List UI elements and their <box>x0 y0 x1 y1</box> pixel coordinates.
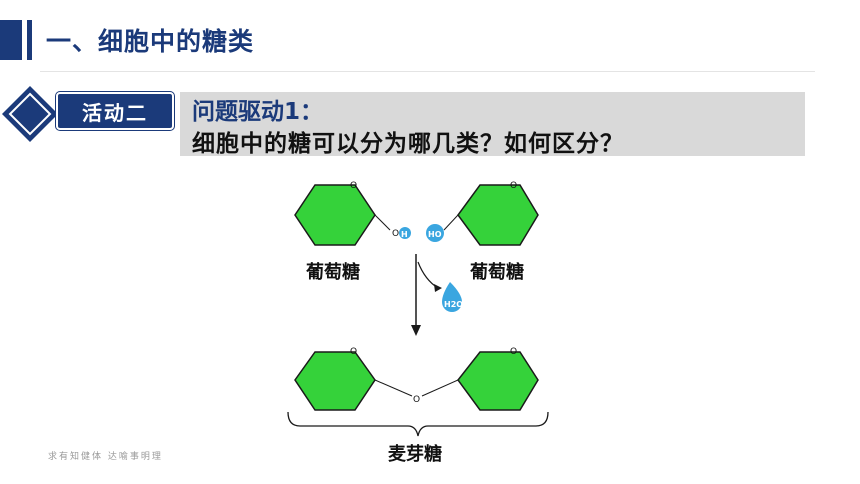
glycosidic-bond-right <box>421 379 459 397</box>
hydrogen-ion-icon <box>399 227 411 239</box>
hydroxyl-ion-icon <box>426 224 444 242</box>
glucose-ring-right <box>457 184 539 246</box>
footer-watermark: 求有知健体 达喻事明理 <box>48 452 163 462</box>
water-arrowhead <box>434 284 442 292</box>
maltose-formation-diagram: O O H HO O H2O O O O <box>287 181 549 437</box>
ring-oxygen-label-left-side: O <box>392 229 399 239</box>
maltose-ring-right <box>457 351 539 411</box>
question-text: 细胞中的糖可以分为哪几类？如何区分？ <box>192 131 624 157</box>
ring-oxygen-label-left: O <box>350 181 357 191</box>
glucose-ring-left <box>294 184 376 246</box>
title-accent-bar <box>0 20 22 60</box>
maltose-ring-oxygen-right: O <box>510 347 517 357</box>
maltose-ring-oxygen-left: O <box>350 347 357 357</box>
maltose-label: 麦芽糖 <box>388 444 442 465</box>
glycosidic-bond-left <box>374 379 413 397</box>
activity-badge: 活动二 <box>56 92 174 130</box>
bond-left <box>374 214 391 231</box>
water-release-curve <box>417 261 439 289</box>
hydrogen-label: H <box>401 230 408 239</box>
question-title: 问题驱动1： <box>192 99 324 125</box>
hydroxyl-label: HO <box>428 230 442 239</box>
maltose-bracket <box>287 411 549 437</box>
glycosidic-oxygen-label: O <box>413 395 420 405</box>
title-accent-bar-thin <box>27 20 32 60</box>
maltose-ring-left <box>294 351 376 411</box>
water-drop-icon <box>442 282 462 312</box>
diamond-icon <box>2 86 58 142</box>
glucose-label-left: 葡萄糖 <box>306 262 360 283</box>
ring-oxygen-label-right: O <box>510 181 517 191</box>
title-divider <box>40 71 815 72</box>
bond-right <box>443 214 459 231</box>
question-box: 问题驱动1： 细胞中的糖可以分为哪几类？如何区分？ <box>180 92 805 157</box>
activity-badge-label: 活动二 <box>82 100 148 125</box>
glucose-label-right: 葡萄糖 <box>470 262 524 283</box>
page-title: 一、细胞中的糖类 <box>46 27 255 56</box>
water-label: H2O <box>444 300 463 309</box>
reaction-arrowhead <box>411 325 421 336</box>
